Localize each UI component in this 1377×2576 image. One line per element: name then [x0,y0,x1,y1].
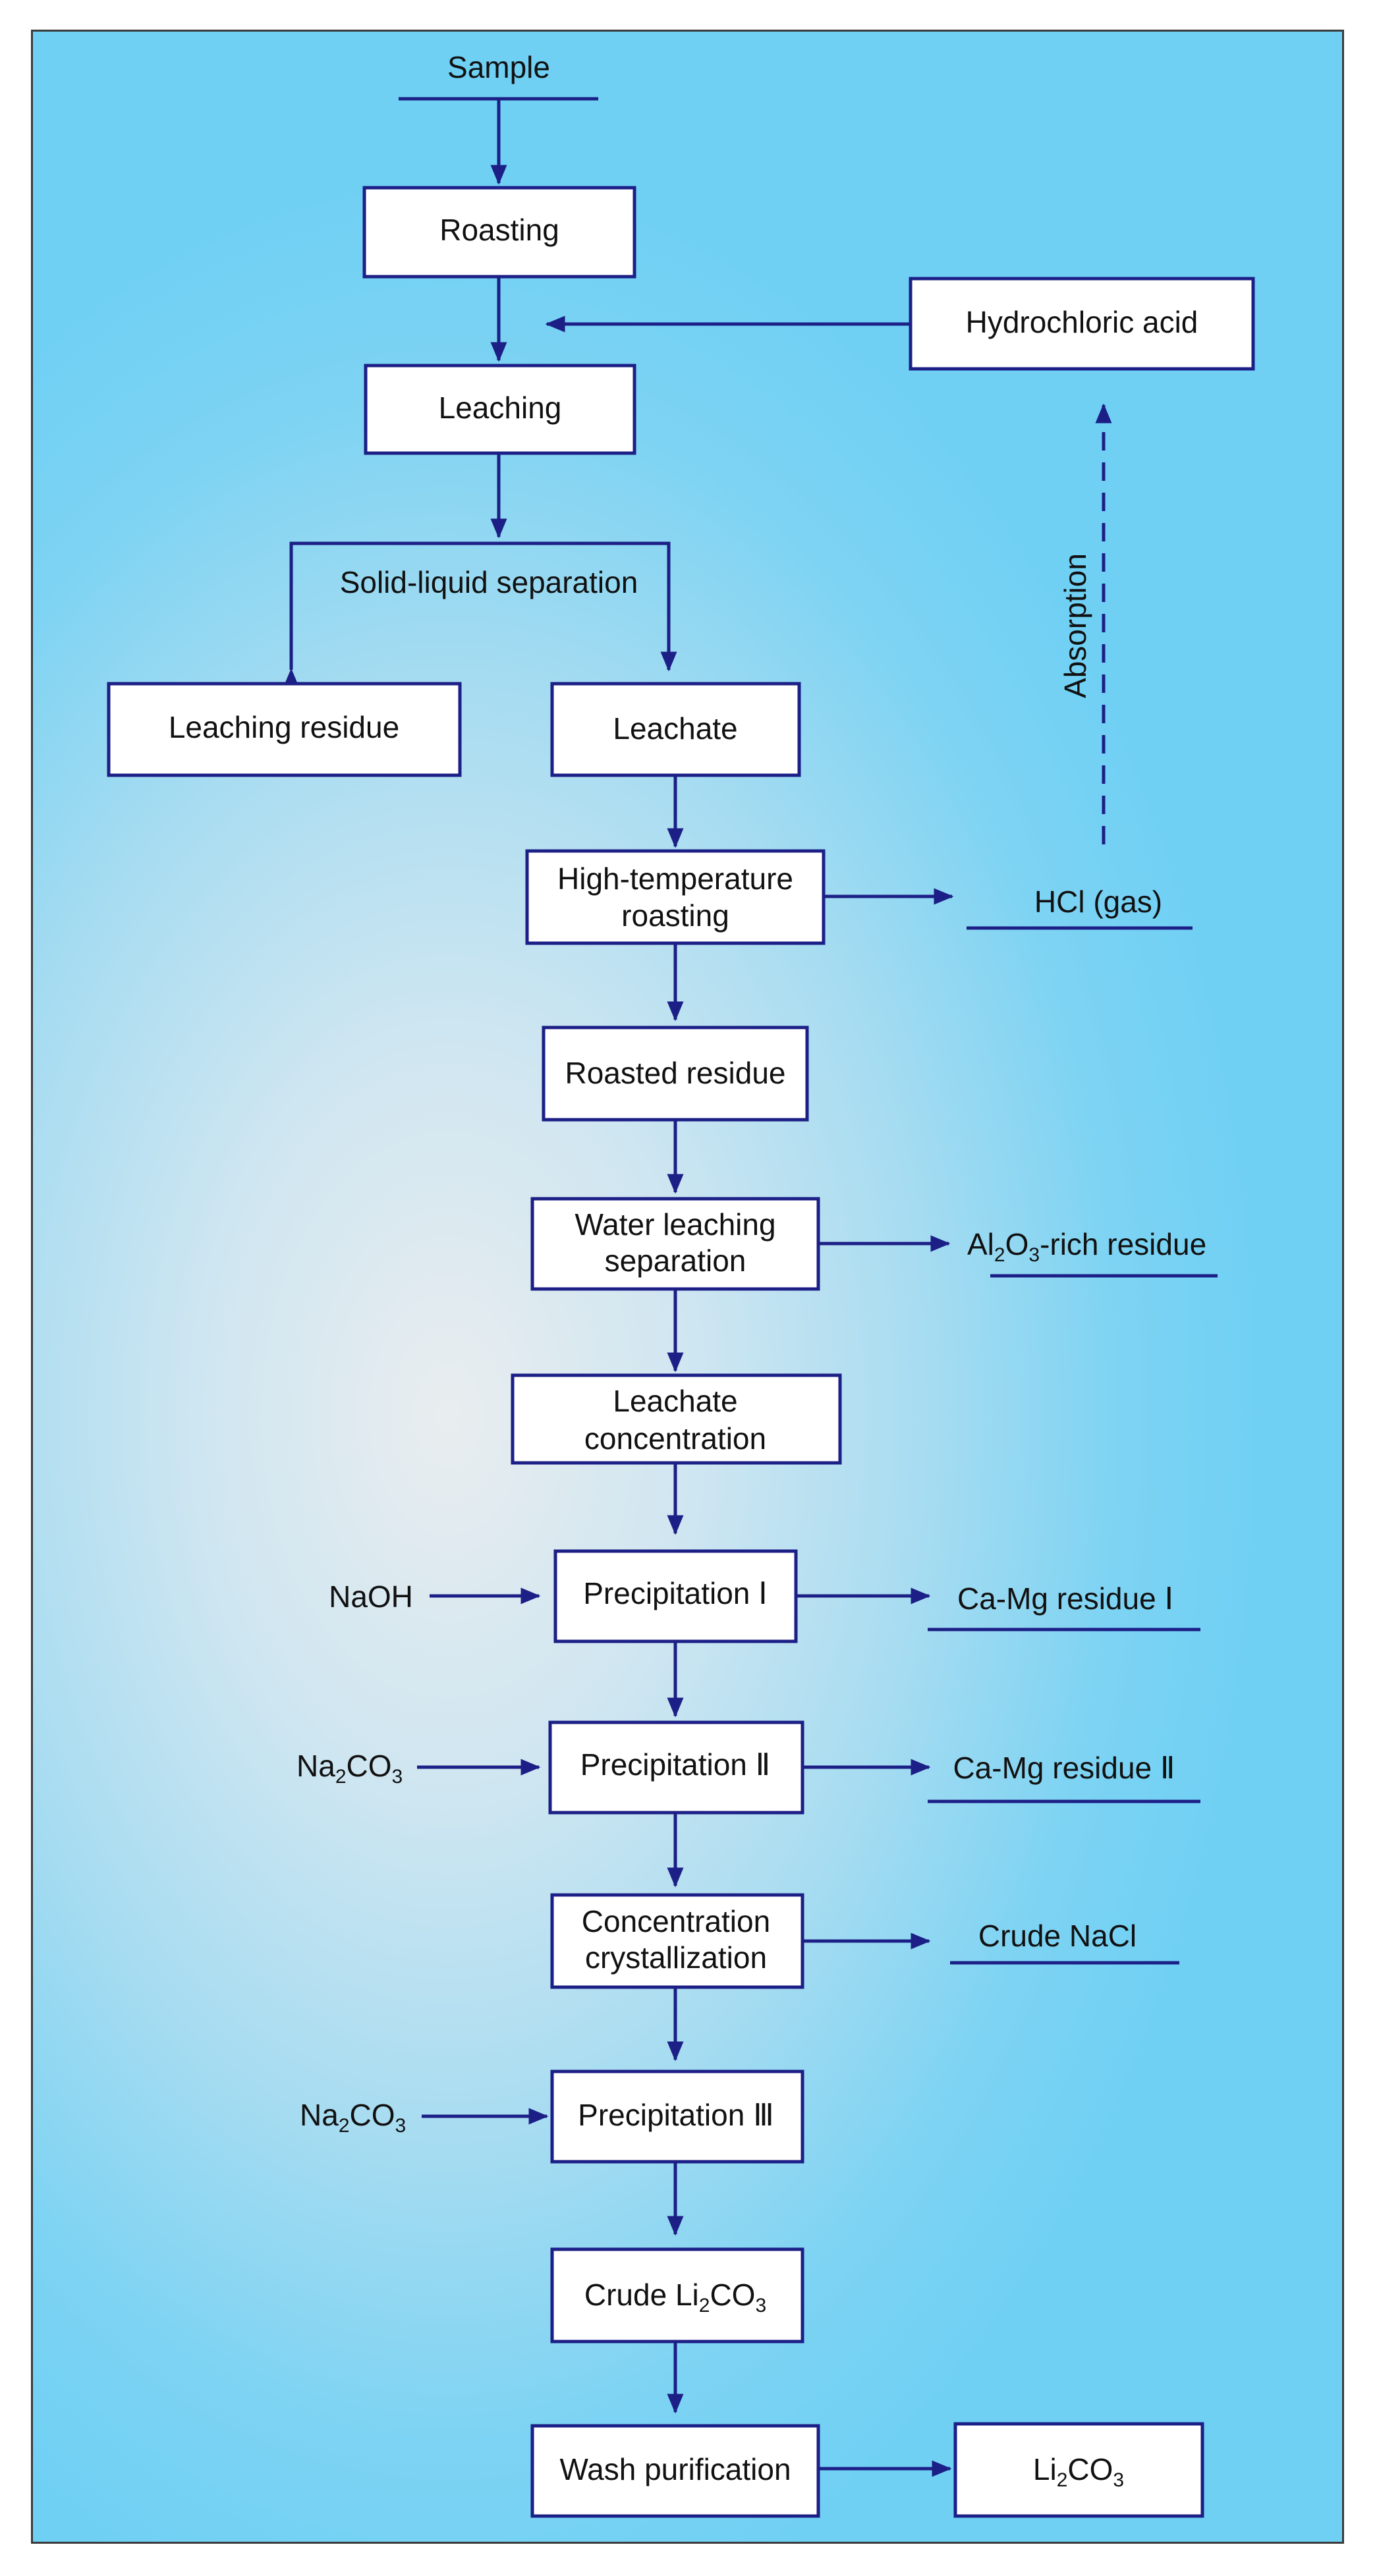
connectors [283,97,1218,2477]
roasted-residue-label: Roasted residue [565,1056,786,1090]
leachate-concentration-label-line1: Leachate [613,1384,737,1418]
precipitation-2-box [548,1720,804,1815]
crude-nacl-label: Crude NaCl [978,1919,1137,1953]
roasting-box [362,186,636,279]
precipitation-1-box [553,1549,798,1643]
leaching-box [364,364,636,455]
boxes [107,186,1255,2518]
na2co3-label-2: Na2CO3 [300,2098,406,2137]
na2co3-label-1: Na2CO3 [296,1749,403,1788]
leachate-box [550,682,801,777]
water-leaching-label-line1: Water leaching [575,1207,775,1242]
sample-label: Sample [447,50,550,84]
absorption-label: Absorption [1058,553,1092,698]
hydrochloric-acid-box [909,277,1255,371]
water-leaching-separation-box [530,1197,820,1291]
high-temp-roasting-label-line1: High-temperature [557,862,793,896]
ca-mg-residue-2-label: Ca-Mg residue Ⅱ [953,1751,1175,1785]
labels: Sample Roasting Hydrochloric acid Leachi… [169,50,1206,2491]
crude-li2co3-box [550,2247,804,2343]
concentration-crystallization-label-line2: crystallization [585,1940,767,1975]
leaching-label: Leaching [439,391,562,425]
leachate-concentration-box [511,1373,842,1465]
water-leaching-label-line2: separation [605,1244,746,1278]
leaching-residue-box [107,682,462,777]
precipitation-3-box [550,2069,804,2164]
crude-li2co3-label: Crude Li2CO3 [584,2278,766,2316]
separation-split [283,541,677,688]
wash-purification-label: Wash purification [559,2452,791,2486]
leachate-label: Leachate [613,711,737,746]
concentration-crystallization-box [550,1893,804,1989]
precipitation-1-label: Precipitation Ⅰ [583,1576,767,1610]
high-temperature-roasting-box [525,849,826,945]
solid-liquid-separation-label: Solid-liquid separation [340,565,638,599]
high-temp-roasting-label-line2: roasting [621,898,729,933]
precipitation-3-label: Precipitation Ⅲ [578,2098,774,2132]
precipitation-2-label: Precipitation Ⅱ [580,1747,771,1782]
roasted-residue-box [542,1026,809,1122]
ca-mg-residue-1-label: Ca-Mg residue Ⅰ [957,1581,1173,1616]
roasting-label: Roasting [439,213,559,247]
leachate-concentration-label-line2: concentration [584,1421,766,1456]
wash-purification-box [530,2424,820,2518]
al2o3-rich-residue-label: Al2O3-rich residue [967,1227,1206,1266]
hcl-gas-label: HCl (gas) [1034,885,1162,919]
li2co3-product-label: Li2CO3 [1033,2452,1124,2491]
concentration-crystallization-label-line1: Concentration [582,1904,770,1938]
li2co3-product-box [953,2422,1204,2518]
naoh-label: NaOH [329,1579,413,1614]
hydrochloric-acid-label: Hydrochloric acid [966,305,1198,339]
leaching-residue-label: Leaching residue [169,710,399,744]
